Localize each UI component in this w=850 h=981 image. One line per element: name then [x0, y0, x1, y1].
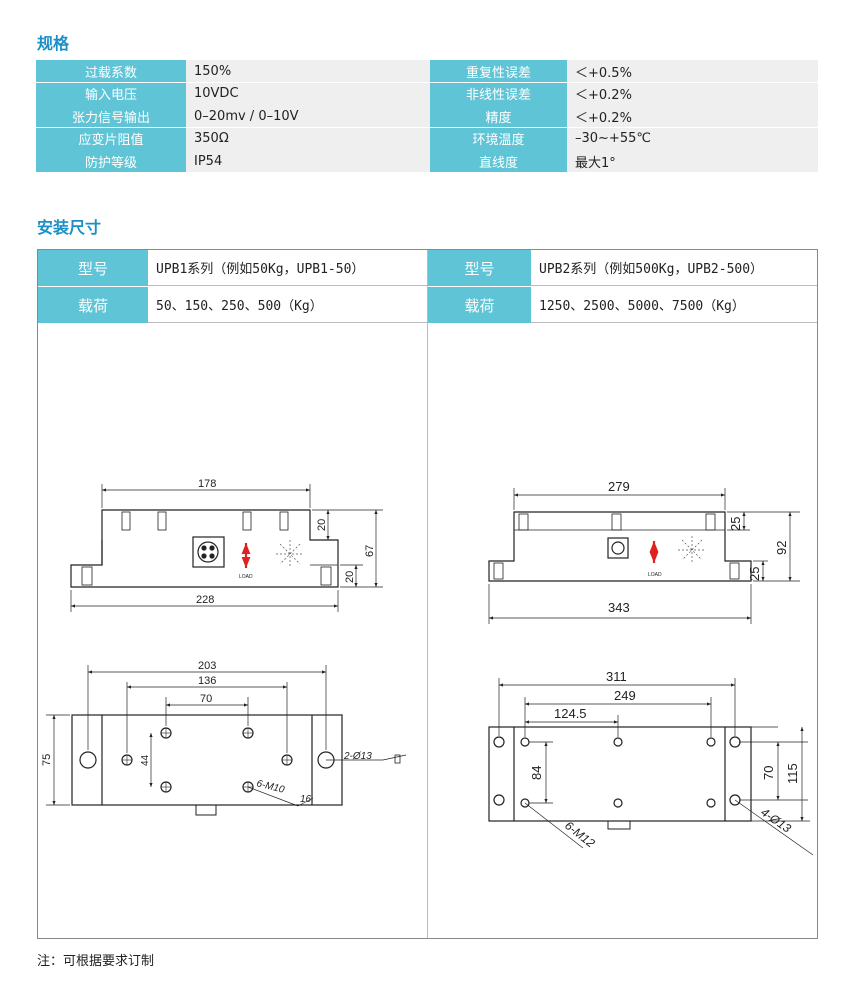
- left-plan-h-dim: 75: [41, 754, 53, 766]
- right-side-load-text: LOAD: [648, 572, 662, 578]
- right-plan-v3-dim: 115: [785, 763, 800, 784]
- left-model-label: 型号: [38, 250, 148, 286]
- right-model-value: UPB2系列（例如500Kg，UPB2-500）: [531, 250, 817, 286]
- spec-label: 防护等级: [36, 150, 186, 172]
- left-side-h3-dim: 20: [344, 571, 356, 583]
- left-plan-hole-label: 2-Ø13: [343, 751, 372, 762]
- spec-label: 过载系数: [36, 60, 186, 82]
- right-load-row: 载荷 1250、2500、5000、7500（Kg）: [428, 287, 817, 323]
- spec-section-title: 规格: [37, 34, 70, 53]
- left-side-bottom-dim: 228: [196, 594, 214, 606]
- spec-value: –30~+55℃: [567, 127, 818, 150]
- right-load-value: 1250、2500、5000、7500（Kg）: [531, 287, 817, 323]
- right-load-label: 载荷: [428, 287, 531, 323]
- left-load-value: 50、150、250、500（Kg）: [148, 287, 427, 323]
- left-plan-view: [46, 665, 407, 816]
- left-plan-d3-dim: 70: [200, 693, 212, 705]
- spec-label: 精度: [430, 105, 567, 127]
- right-plan-d1-dim: 311: [606, 669, 627, 684]
- spec-value: 10VDC: [186, 82, 430, 105]
- right-side-h3-dim: 25: [747, 567, 762, 581]
- left-side-view: [70, 484, 383, 612]
- left-side-h2-dim: 67: [364, 545, 376, 557]
- install-dimensions-box: 型号 UPB1系列（例如50Kg，UPB1-50） 载荷 50、150、250、…: [37, 249, 818, 939]
- spec-value: IP54: [186, 150, 430, 172]
- left-load-row: 载荷 50、150、250、500（Kg）: [38, 287, 427, 323]
- right-side-view: [488, 488, 800, 624]
- right-plan-d3-dim: 124.5: [554, 706, 587, 721]
- left-plan-d2-dim: 136: [198, 675, 216, 687]
- left-plan-h2-dim: 44: [140, 754, 151, 766]
- spec-value: ＜+0.2%: [567, 105, 818, 127]
- right-side-h2-dim: 92: [774, 541, 789, 555]
- left-load-label: 载荷: [38, 287, 148, 323]
- left-side-load-text: LOAD: [239, 574, 253, 580]
- spec-value: ＜+0.2%: [567, 82, 818, 105]
- footer-note: 注：可根据要求订制: [37, 954, 155, 969]
- spec-label: 张力信号输出: [36, 105, 186, 127]
- right-side-bottom-dim: 343: [608, 600, 630, 615]
- spec-value: ＜+0.5%: [567, 60, 818, 82]
- column-divider: [427, 250, 428, 938]
- right-plan-view: [488, 678, 814, 856]
- right-plan-v2-dim: 70: [761, 766, 776, 780]
- spec-label: 应变片阻值: [36, 127, 186, 150]
- left-model-value: UPB1系列（例如50Kg，UPB1-50）: [148, 250, 427, 286]
- technical-drawings: LOAD 178 228 20 67 20: [41, 478, 814, 856]
- install-section-title: 安装尺寸: [37, 218, 102, 237]
- spec-label: 环境温度: [430, 127, 567, 150]
- spec-value: 350Ω: [186, 127, 430, 150]
- spec-label: 输入电压: [36, 82, 186, 105]
- spec-value: 0–20mv / 0–10V: [186, 105, 430, 127]
- left-side-h1-dim: 20: [316, 519, 328, 531]
- right-side-top-dim: 279: [608, 479, 630, 494]
- spec-value: 最大1°: [567, 150, 818, 172]
- left-side-top-dim: 178: [198, 478, 216, 490]
- left-plan-d1-dim: 203: [198, 660, 216, 672]
- spec-value: 150%: [186, 60, 430, 82]
- spec-label: 重复性误差: [430, 60, 567, 82]
- spec-label: 非线性误差: [430, 82, 567, 105]
- right-side-h1-dim: 25: [728, 517, 743, 531]
- left-model-row: 型号 UPB1系列（例如50Kg，UPB1-50）: [38, 250, 427, 286]
- right-model-label: 型号: [428, 250, 531, 286]
- right-model-row: 型号 UPB2系列（例如500Kg，UPB2-500）: [428, 250, 817, 286]
- spec-label: 直线度: [430, 150, 567, 172]
- left-plan-depth-label: 16: [300, 794, 312, 805]
- right-plan-d2-dim: 249: [614, 688, 636, 703]
- right-plan-v1-dim: 84: [529, 766, 544, 780]
